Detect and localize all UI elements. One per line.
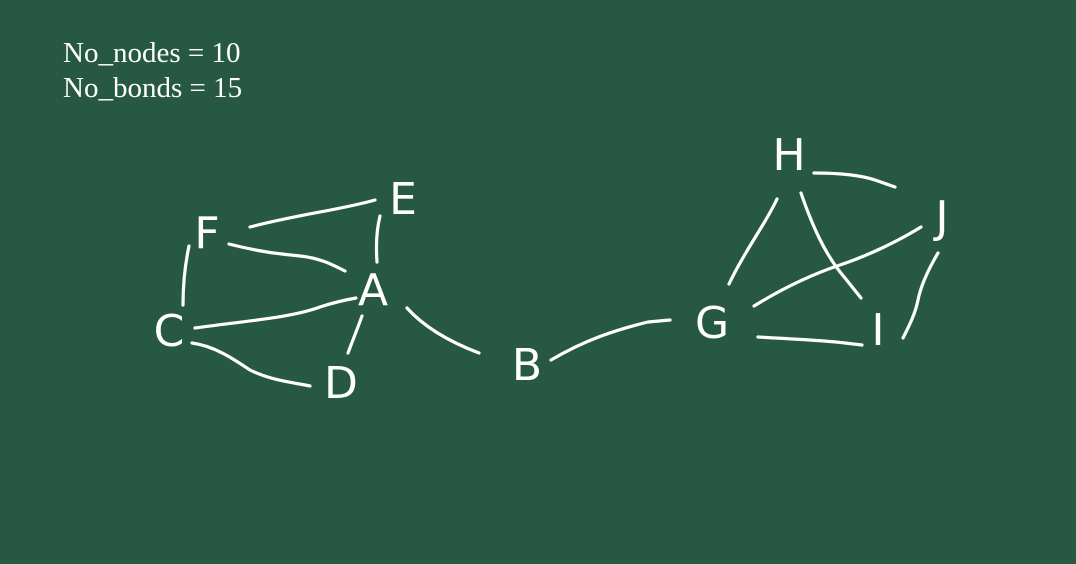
node-E-label: E bbox=[389, 174, 417, 225]
node-H-label: H bbox=[772, 130, 805, 181]
edge-F-C bbox=[181, 244, 191, 307]
edge-B-G bbox=[549, 318, 672, 362]
edge-A-B bbox=[405, 306, 481, 355]
edge-H-J bbox=[812, 171, 897, 189]
node-I-label: I bbox=[872, 305, 885, 356]
node-C-label: C bbox=[154, 306, 185, 357]
edge-F-E bbox=[248, 198, 377, 229]
node-count-text: No_nodes = 10 bbox=[63, 37, 241, 69]
edge-C-A bbox=[193, 296, 358, 330]
edge-E-A bbox=[374, 214, 382, 264]
node-A-label: A bbox=[358, 265, 388, 316]
edge-C-D bbox=[190, 341, 312, 388]
node-J-label: J bbox=[933, 192, 949, 243]
node-B-label: B bbox=[512, 340, 542, 391]
edge-G-J bbox=[752, 225, 923, 308]
node-F-label: F bbox=[194, 208, 219, 259]
graph-stats: No_nodes = 10 No_bonds = 15 bbox=[63, 36, 242, 106]
node-D-label: D bbox=[324, 358, 358, 409]
edge-H-G bbox=[727, 197, 779, 286]
edge-A-D bbox=[346, 314, 364, 355]
edge-J-I bbox=[901, 251, 940, 340]
edge-F-A bbox=[227, 242, 347, 273]
edge-G-I bbox=[756, 335, 864, 347]
node-G-label: G bbox=[695, 298, 729, 349]
edge-H-I bbox=[799, 191, 863, 300]
bond-count-text: No_bonds = 15 bbox=[63, 72, 243, 104]
